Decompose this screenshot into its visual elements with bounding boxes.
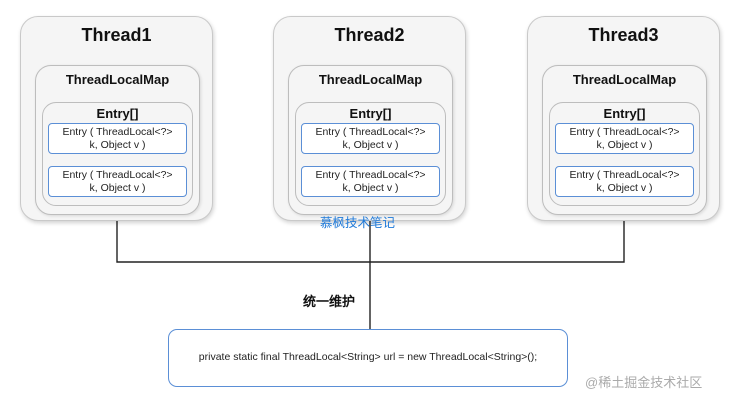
map-title: ThreadLocalMap — [65, 72, 170, 87]
thread-box-3: Thread3 ThreadLocalMap Entry[] Entry ( T… — [527, 16, 720, 221]
thread-box-2: Thread2 ThreadLocalMap Entry[] Entry ( T… — [273, 16, 466, 221]
connector-thread1 — [117, 198, 371, 329]
entry-item: Entry ( ThreadLocal<?> k, Object v ) — [301, 166, 440, 197]
thread-box-1: Thread1 ThreadLocalMap Entry[] Entry ( T… — [20, 16, 213, 221]
thread-title: Thread3 — [588, 25, 659, 45]
entry-item: Entry ( ThreadLocal<?> k, Object v ) — [48, 166, 187, 197]
entry-item: Entry ( ThreadLocal<?> k, Object v ) — [48, 123, 187, 154]
entry-item: Entry ( ThreadLocal<?> k, Object v ) — [301, 123, 440, 154]
threadlocalmap-box: ThreadLocalMap Entry[] Entry ( ThreadLoc… — [35, 65, 200, 215]
entry-array-box: Entry[] Entry ( ThreadLocal<?> k, Object… — [295, 102, 446, 206]
entry-item: Entry ( ThreadLocal<?> k, Object v ) — [555, 123, 694, 154]
threadlocalmap-box: ThreadLocalMap Entry[] Entry ( ThreadLoc… — [288, 65, 453, 215]
watermark-site: @稀土掘金技术社区 — [585, 375, 703, 390]
watermark-author: 慕枫技术笔记 — [320, 216, 396, 230]
entry-item: Entry ( ThreadLocal<?> k, Object v ) — [555, 166, 694, 197]
entry-array-title: Entry[] — [96, 106, 139, 121]
map-title: ThreadLocalMap — [318, 72, 423, 87]
maintain-label: 统一维护 — [303, 294, 356, 309]
entry-array-title: Entry[] — [603, 106, 646, 121]
threadlocalmap-box: ThreadLocalMap Entry[] Entry ( ThreadLoc… — [542, 65, 707, 215]
code-line: private static final ThreadLocal<String>… — [198, 351, 538, 363]
entry-array-box: Entry[] Entry ( ThreadLocal<?> k, Object… — [549, 102, 700, 206]
entry-array-title: Entry[] — [349, 106, 392, 121]
threadlocal-declaration-box: private static final ThreadLocal<String>… — [168, 329, 568, 387]
entry-array-box: Entry[] Entry ( ThreadLocal<?> k, Object… — [42, 102, 193, 206]
thread-title: Thread2 — [334, 25, 405, 45]
map-title: ThreadLocalMap — [572, 72, 677, 87]
thread-title: Thread1 — [81, 25, 152, 45]
